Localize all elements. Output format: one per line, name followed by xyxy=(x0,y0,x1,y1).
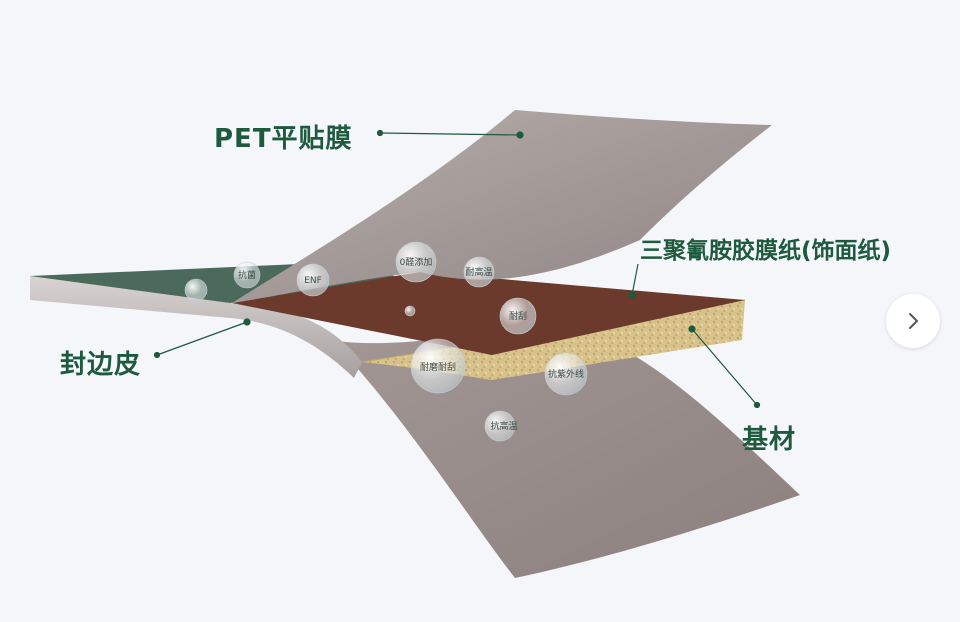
melamine-paper-surface xyxy=(232,272,745,355)
svg-text:抗紫外线: 抗紫外线 xyxy=(548,368,584,380)
edge-banding-face xyxy=(30,276,362,378)
callout-lines xyxy=(153,129,761,409)
bubble-wear-scratch: 耐磨耐刮 xyxy=(410,338,466,394)
chevron-right-icon xyxy=(909,313,919,329)
label-pet-film: PET平贴膜 xyxy=(214,124,353,154)
bubble-antibacterial: 抗菌 xyxy=(233,261,261,289)
svg-text:ENF: ENF xyxy=(304,276,322,286)
bubble-small xyxy=(404,305,416,317)
label-edge-banding: 封边皮 xyxy=(60,350,142,380)
bubble-enf: ENF xyxy=(296,263,330,297)
pet-film-sheet xyxy=(232,110,772,303)
bubble-uv: 抗紫外线 xyxy=(544,352,588,396)
svg-text:抗高温: 抗高温 xyxy=(490,420,517,432)
svg-text:0醛添加: 0醛添加 xyxy=(400,256,433,268)
bubble-zero-formaldehyde: 0醛添加 xyxy=(395,241,437,283)
svg-text:耐磨耐刮: 耐磨耐刮 xyxy=(420,361,456,373)
label-substrate: 基材 xyxy=(742,425,797,455)
svg-text:耐刮: 耐刮 xyxy=(509,310,527,322)
bubble-plain-left xyxy=(184,278,208,302)
lower-film xyxy=(292,325,800,578)
bubble-moisture: 抗高温 xyxy=(484,410,518,442)
next-slide-button[interactable] xyxy=(886,294,940,348)
label-melamine-paper: 三聚氰胺胶膜纸(饰面纸) xyxy=(640,238,892,264)
bubble-scratch: 耐刮 xyxy=(499,297,537,335)
bubble-heat-resistant: 耐高温 xyxy=(463,256,495,288)
svg-text:抗菌: 抗菌 xyxy=(238,269,256,281)
svg-text:耐高温: 耐高温 xyxy=(465,266,492,278)
